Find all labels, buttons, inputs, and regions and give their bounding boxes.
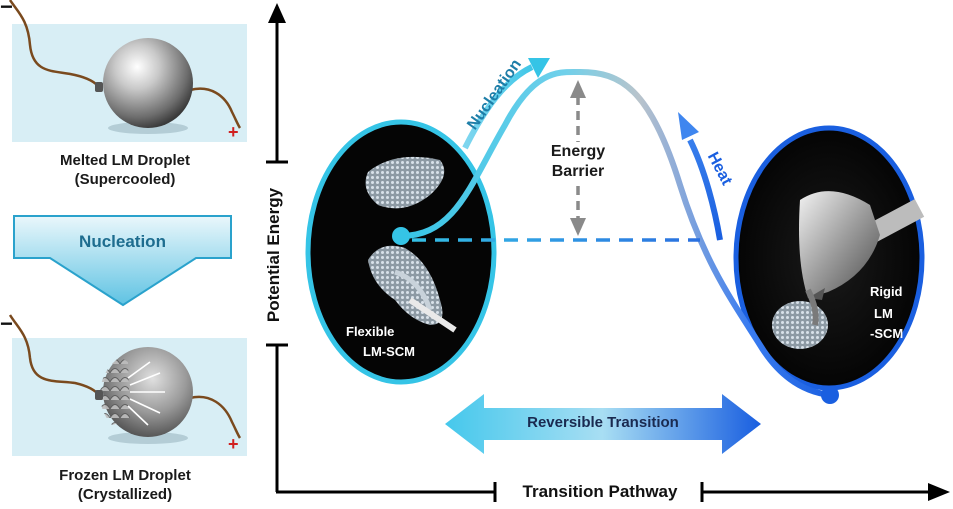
energy-barrier-line1: Energy — [550, 143, 606, 160]
heat-arrow — [678, 112, 723, 241]
melted-droplet-title: Melted LM Droplet (Supercooled) — [20, 151, 230, 189]
rigid-label-line3: -SCM — [870, 326, 904, 341]
positive-wire — [189, 87, 242, 129]
negative-wire — [8, 0, 101, 89]
rigid-label-line2: LM — [874, 306, 893, 321]
rigid-mesh-head — [772, 301, 828, 349]
energy-barrier-label: Energy Barrier — [540, 142, 616, 182]
negative-wire-bottom — [8, 314, 101, 397]
y-axis — [266, 20, 288, 492]
flexible-label-line1: Flexible — [346, 324, 395, 339]
frozen-droplet-illustration — [8, 314, 242, 444]
positive-wire-bottom — [189, 395, 242, 439]
frozen-droplet-line1: Frozen LM Droplet — [59, 467, 191, 484]
plus-sign-top: + — [228, 122, 239, 142]
flexible-label-line2: LM-SCM — [363, 344, 415, 359]
plus-sign-bottom: + — [228, 434, 239, 454]
x-axis-arrowhead — [928, 483, 950, 501]
nucleation-curve-arrow — [462, 58, 550, 150]
x-axis — [276, 482, 930, 502]
start-point — [392, 227, 410, 245]
energy-curve — [398, 68, 833, 398]
end-point — [821, 386, 839, 404]
x-axis-label: Transition Pathway — [522, 482, 678, 501]
melted-droplet-illustration — [8, 0, 242, 134]
melted-droplet-line2: (Supercooled) — [74, 171, 176, 188]
energy-barrier-line2: Barrier — [551, 163, 605, 180]
frozen-droplet-line2: (Crystallized) — [77, 486, 173, 503]
rigid-label-line1: Rigid — [870, 284, 903, 299]
minus-sign-top: − — [0, 0, 13, 19]
frozen-droplet-title: Frozen LM Droplet (Crystallized) — [20, 466, 230, 504]
minus-sign-bottom: − — [0, 311, 13, 336]
nucleation-arrow-label: Nucleation — [79, 232, 166, 251]
y-axis-arrowhead — [268, 3, 286, 23]
y-axis-label: Potential Energy — [264, 187, 283, 323]
melted-sphere — [103, 38, 193, 128]
reversible-transition-label: Reversible Transition — [527, 414, 679, 431]
reversible-double-arrow — [445, 394, 761, 454]
melted-droplet-line1: Melted LM Droplet — [60, 152, 190, 169]
nucleation-down-arrow — [13, 215, 232, 307]
flexible-mesh-photo — [365, 156, 457, 333]
hammer-photo — [772, 191, 925, 349]
